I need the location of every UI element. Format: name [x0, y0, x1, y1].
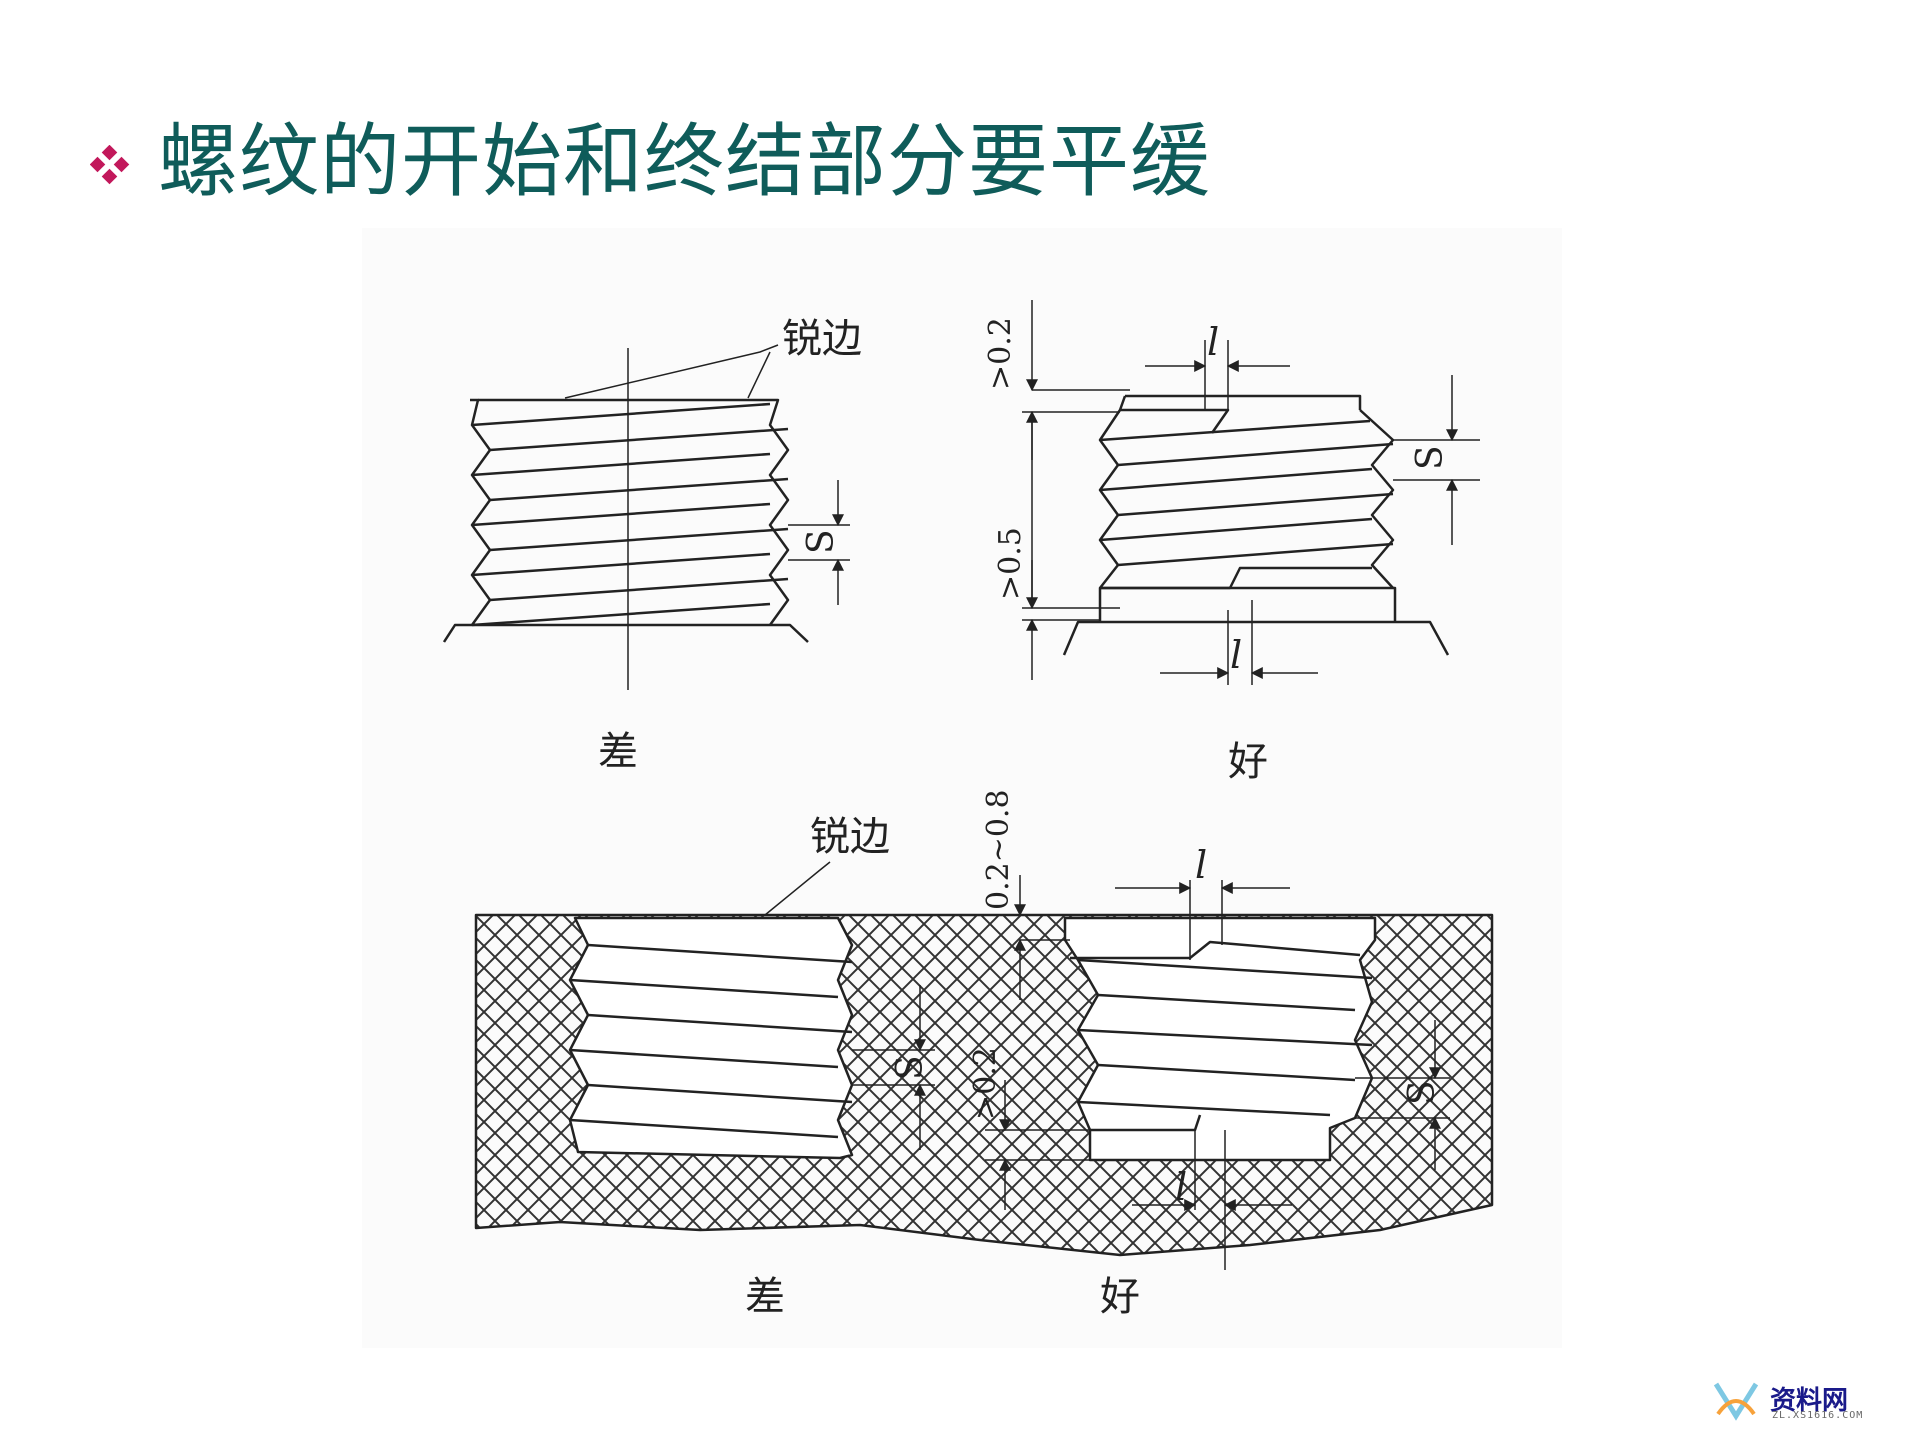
label-bad-bottom: 差: [745, 1274, 785, 1320]
label-s-top-left: S: [801, 529, 842, 554]
label-dim-ge-05: >0.5: [993, 527, 1028, 600]
watermark-text: 资料网: [1770, 1386, 1849, 1416]
bolt-bad: [442, 344, 850, 690]
watermark: 资料网 ZL.XS1616.COM: [1708, 1378, 1898, 1424]
bolt-good: [1022, 300, 1480, 685]
label-l-bottom-2: l: [1175, 1165, 1187, 1209]
label-dim-02-08: 0.2~0.8: [981, 789, 1016, 910]
watermark-sub: ZL.XS1616.COM: [1772, 1410, 1864, 1421]
xs-logo-icon: [1713, 1382, 1759, 1421]
label-s-top-right: S: [1410, 445, 1451, 470]
label-dim-ge-02-top: >0.2: [983, 317, 1018, 390]
label-l-top-1: l: [1207, 320, 1219, 364]
bullet-icon: [90, 145, 130, 185]
label-good-top: 好: [1228, 739, 1268, 785]
label-dim-ge-02-bottom: >0.2: [968, 1047, 1003, 1120]
label-l-bottom-1: l: [1195, 843, 1207, 887]
label-l-top-2: l: [1230, 633, 1242, 677]
label-s-bottom-right: S: [1402, 1080, 1443, 1105]
label-sharp-edge-bottom: 锐边: [810, 814, 890, 860]
label-bad-top: 差: [598, 729, 638, 775]
label-sharp-edge-top: 锐边: [782, 316, 862, 362]
nut-block: [474, 861, 1494, 1270]
label-good-bottom: 好: [1100, 1274, 1140, 1320]
label-s-bottom-left: S: [890, 1055, 931, 1080]
slide-title: 螺纹的开始和终结部分要平缓: [158, 115, 1211, 208]
